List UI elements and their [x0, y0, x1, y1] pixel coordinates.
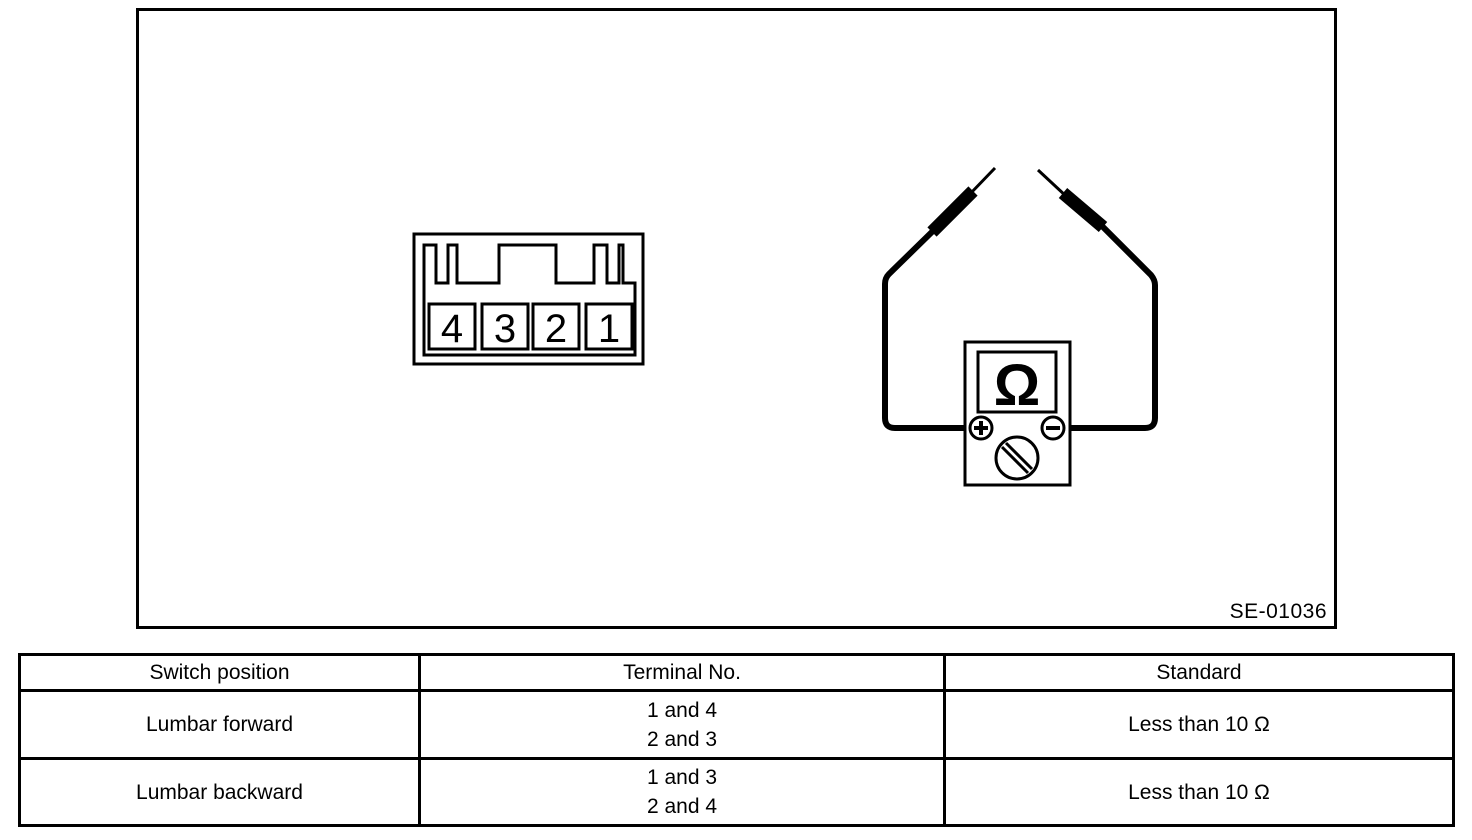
terminal-cavity-4-box	[427, 302, 477, 351]
probe-tip-right-icon	[1036, 168, 1069, 199]
row-lumbar-forward-switch-position: Lumbar forward	[21, 692, 421, 760]
continuity-test-diagram: 4 3 2 1	[412, 166, 1158, 487]
header-standard: Standard	[946, 656, 1452, 692]
row-lumbar-backward-terminal-pairs: 1 and 3 2 and 4	[421, 760, 946, 824]
continuity-spec-table: Switch position Terminal No. Standard Lu…	[18, 653, 1455, 827]
terminal-pair-line: 2 and 4	[646, 795, 718, 818]
terminal-cavity-3: 3	[480, 302, 530, 351]
dial-slot-line-2	[1000, 445, 1030, 475]
probe-grip-right-icon	[1058, 188, 1108, 232]
header-switch-position: Switch position	[21, 656, 421, 692]
figure-code: SE-01036	[1229, 600, 1327, 623]
test-probe-left	[882, 166, 997, 431]
row-lumbar-forward-terminal-pairs: 1 and 4 2 and 3	[421, 692, 946, 760]
terminal-label-3: 3	[494, 307, 516, 351]
ohmmeter-display	[976, 350, 1058, 414]
header-terminal-no: Terminal No.	[421, 656, 946, 692]
terminal-cavity-2-box	[531, 302, 581, 351]
test-lead-right-wire	[1062, 220, 1158, 431]
terminal-pair-line: 2 and 3	[646, 727, 718, 751]
figure-frame: 4 3 2 1	[136, 8, 1337, 629]
terminal-cavity-1-box	[584, 302, 634, 351]
terminal-label-2: 2	[545, 307, 567, 351]
connector-housing: 4 3 2 1	[412, 232, 645, 366]
test-probe-right	[1036, 168, 1158, 431]
connector-keyway-outline	[422, 243, 637, 357]
terminal-label-4: 4	[441, 307, 463, 351]
terminal-cavity-3-box	[480, 302, 530, 351]
row-lumbar-backward-standard: Less than 10 Ω	[1128, 780, 1270, 804]
row-lumbar-forward-standard: Less than 10 Ω	[946, 692, 1452, 760]
terminal-cavity-4: 4	[427, 302, 477, 351]
row-lumbar-backward-switch-position: Lumbar backward	[21, 760, 421, 824]
omega-symbol: Ω	[994, 353, 1041, 418]
probe-tip-left-icon	[967, 166, 997, 197]
plus-terminal-icon	[968, 415, 994, 441]
terminal-pair-line: 1 and 4	[646, 698, 718, 722]
terminal-label-1: 1	[598, 307, 620, 351]
minus-terminal-icon	[1040, 415, 1066, 441]
terminal-cavity-1: 1	[584, 302, 634, 351]
ohmmeter: Ω	[882, 166, 1158, 487]
test-lead-left-wire	[882, 225, 972, 431]
terminal-cavity-2: 2	[531, 302, 581, 351]
probe-grip-left-icon	[927, 186, 978, 237]
rotary-dial-circle	[994, 435, 1040, 481]
rotary-dial-icon	[994, 435, 1040, 481]
terminal-pair-line: 1 and 3	[646, 766, 718, 789]
dial-slot-line-1	[1004, 441, 1034, 471]
